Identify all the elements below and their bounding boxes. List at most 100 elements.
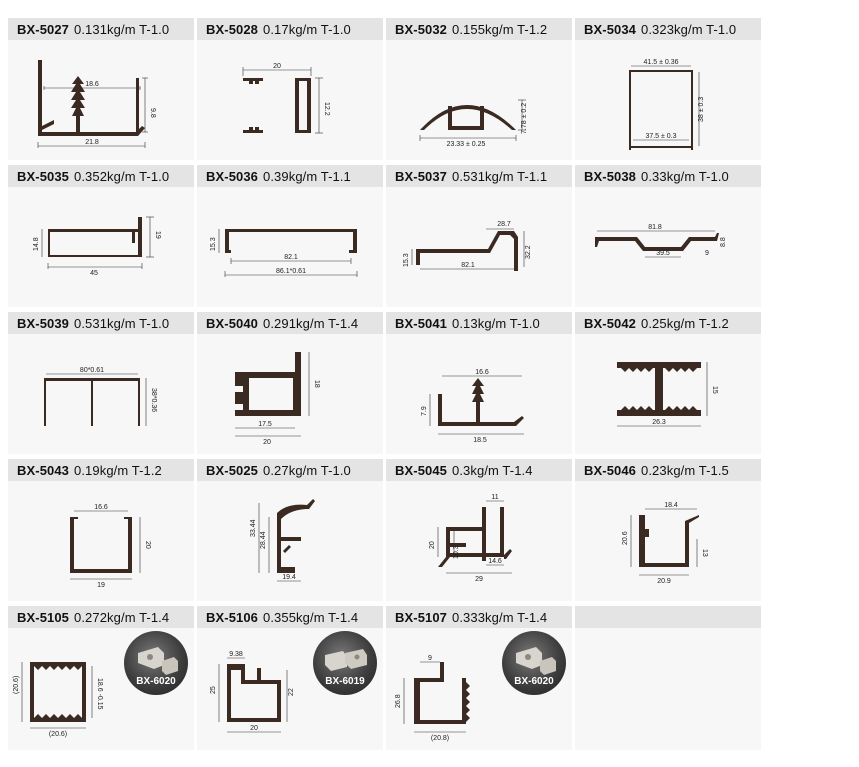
dimension-label: 7.9 (421, 406, 428, 416)
product-spec: 0.25kg/m T-1.2 (641, 315, 729, 331)
profile-drawing: (20.6) 18.6 -0.15 (20.6) (8, 628, 194, 748)
profile-svg: 16.6 7.9 18.5 (421, 369, 524, 444)
accessory-label: BX-6019 (325, 676, 365, 687)
dimension-label: 19.4 (282, 574, 296, 581)
product-code: BX-5045 (395, 462, 448, 478)
dimension-label: 23.33 ± 0.25 (447, 141, 486, 148)
card-header: BX-5046 0.23kg/m T-1.5 (575, 459, 761, 481)
card-header: BX-5037 0.531kg/m T-1.1 (386, 165, 572, 187)
dimension-label: 18.6 -0.15 (96, 678, 103, 710)
product-spec: 0.155kg/m T-1.2 (452, 21, 548, 37)
product-code: BX-5046 (584, 462, 637, 478)
dimension-label: 26.8 (395, 694, 402, 708)
product-code: BX-5042 (584, 315, 637, 331)
profile-drawing: 80*0.61 38*0.36 (8, 334, 194, 454)
profile-svg: 80*0.61 38*0.36 (44, 367, 157, 426)
profile-drawing: 41.5 ± 0.36 38 ± 0.3 37.5 ± 0.3 (575, 40, 761, 160)
product-spec: 0.531kg/m T-1.0 (74, 315, 170, 331)
dimension-label: 39.5 (656, 250, 670, 257)
profile-card: BX-5034 0.323kg/m T-1.0 41.5 ± 0.36 (575, 18, 761, 160)
product-code: BX-5036 (206, 168, 259, 184)
product-code: BX-5043 (17, 462, 70, 478)
dimension-label: 26.3 (652, 419, 666, 426)
dimension-label: 9.8 (149, 108, 156, 118)
profile-svg: 28.7 15.3 32.2 82.1 (403, 221, 532, 271)
profile-card: BX-5041 0.13kg/m T-1.0 16.6 (386, 312, 572, 454)
dimension-label: 32.2 (525, 245, 532, 259)
dimension-label: 82.1 (461, 262, 475, 269)
card-header: BX-5034 0.323kg/m T-1.0 (575, 18, 761, 40)
product-code: BX-5032 (395, 21, 448, 37)
card-header: BX-5035 0.352kg/m T-1.0 (8, 165, 194, 187)
profile-drawing: 15.3 82.1 86.1*0.61 (197, 187, 383, 307)
dimension-label: 38*0.36 (150, 388, 157, 412)
dimension-label: 41.5 ± 0.36 (644, 59, 679, 66)
dimension-label: 15.3 (403, 253, 410, 267)
card-header: BX-5041 0.13kg/m T-1.0 (386, 312, 572, 334)
dimension-label: 17.5 (258, 421, 272, 428)
card-header: BX-5106 0.355kg/m T-1.4 (197, 606, 383, 628)
catalog-row: BX-5027 0.131kg/m T-1.0 (8, 18, 764, 160)
profile-card: BX-5107 0.333kg/m T-1.4 (386, 606, 572, 750)
dimension-label: 19 (97, 582, 105, 589)
accessory-icon (325, 649, 367, 671)
dimension-label: 8.8 (720, 237, 727, 247)
product-code: BX-5038 (584, 168, 637, 184)
dimension-label: 10.3 (453, 545, 460, 559)
product-code: BX-5035 (17, 168, 70, 184)
product-spec: 0.131kg/m T-1.0 (74, 21, 170, 37)
dimension-label: 12.2 (323, 102, 330, 116)
profile-drawing: 18 17.5 20 (197, 334, 383, 454)
dimension-label: 20.9 (657, 578, 671, 585)
profile-drawing: 16.6 7.9 18.5 (386, 334, 572, 454)
product-spec: 0.39kg/m T-1.1 (263, 168, 351, 184)
dimension-label: (20.6) (13, 676, 20, 694)
dimension-label: 11 (491, 494, 498, 501)
profile-card: BX-5032 0.155kg/m T-1.2 7.78 ± 0.2 23.33… (386, 18, 572, 160)
product-code: BX-5106 (206, 609, 259, 625)
profile-drawing: 14.8 19 45 (8, 187, 194, 307)
product-code: BX-5107 (395, 609, 448, 625)
product-spec: 0.27kg/m T-1.0 (263, 462, 351, 478)
profile-svg: 41.5 ± 0.36 38 ± 0.3 37.5 ± 0.3 (629, 59, 705, 150)
dimension-label: (20.8) (431, 735, 449, 742)
profile-svg: 81.8 39.5 9 8.8 (595, 224, 727, 258)
product-code: BX-5039 (17, 315, 70, 331)
dimension-label: 15 (711, 386, 718, 394)
product-spec: 0.355kg/m T-1.4 (263, 609, 359, 625)
profile-card: BX-5106 0.355kg/m T-1.4 9 (197, 606, 383, 750)
dimension-label: 29 (475, 576, 483, 583)
dimension-label: 14.6 (488, 558, 502, 565)
card-header: BX-5027 0.131kg/m T-1.0 (8, 18, 194, 40)
catalog-row: BX-5035 0.352kg/m T-1.0 (8, 165, 764, 307)
profile-card: BX-5045 0.3kg/m T-1.4 (386, 459, 572, 601)
profile-svg: 18.6 9.8 21.8 (37, 60, 156, 148)
card-header: BX-5107 0.333kg/m T-1.4 (386, 606, 572, 628)
product-spec: 0.13kg/m T-1.0 (452, 315, 540, 331)
profile-drawing: 33.44 28.44 19.4 (197, 481, 383, 601)
profile-card: BX-5040 0.291kg/m T-1.4 18 1 (197, 312, 383, 454)
card-header: BX-5025 0.27kg/m T-1.0 (197, 459, 383, 481)
profile-svg: 16.6 20 19 (70, 504, 151, 589)
profile-card: BX-5025 0.27kg/m T-1.0 (197, 459, 383, 601)
dimension-label: 18.5 (473, 437, 487, 444)
dimension-label: 82.1 (284, 254, 298, 261)
card-header: BX-5038 0.33kg/m T-1.0 (575, 165, 761, 187)
profile-svg: 15.3 82.1 86.1*0.61 (210, 229, 358, 277)
profile-drawing: 9 26.8 (20.8) (386, 628, 572, 748)
product-spec: 0.17kg/m T-1.0 (263, 21, 351, 37)
product-spec: 0.333kg/m T-1.4 (452, 609, 548, 625)
empty-card (575, 606, 761, 750)
profile-card: BX-5043 0.19kg/m T-1.2 16.6 (8, 459, 194, 601)
dimension-label: 9 (428, 655, 432, 662)
profile-card: BX-5037 0.531kg/m T-1.1 (386, 165, 572, 307)
profile-drawing: 16.6 20 19 (8, 481, 194, 601)
profile-drawing: 18.4 20.6 13 20.9 (575, 481, 761, 601)
dimension-label: 7.78 ± 0.2 (521, 103, 528, 134)
dimension-label: 9 (705, 250, 709, 257)
dimension-label: 22 (288, 688, 295, 696)
product-spec: 0.3kg/m T-1.4 (452, 462, 533, 478)
dimension-label: 15.3 (210, 237, 217, 251)
profile-card: BX-5042 0.25kg/m T-1.2 (575, 312, 761, 454)
product-code: BX-5025 (206, 462, 259, 478)
